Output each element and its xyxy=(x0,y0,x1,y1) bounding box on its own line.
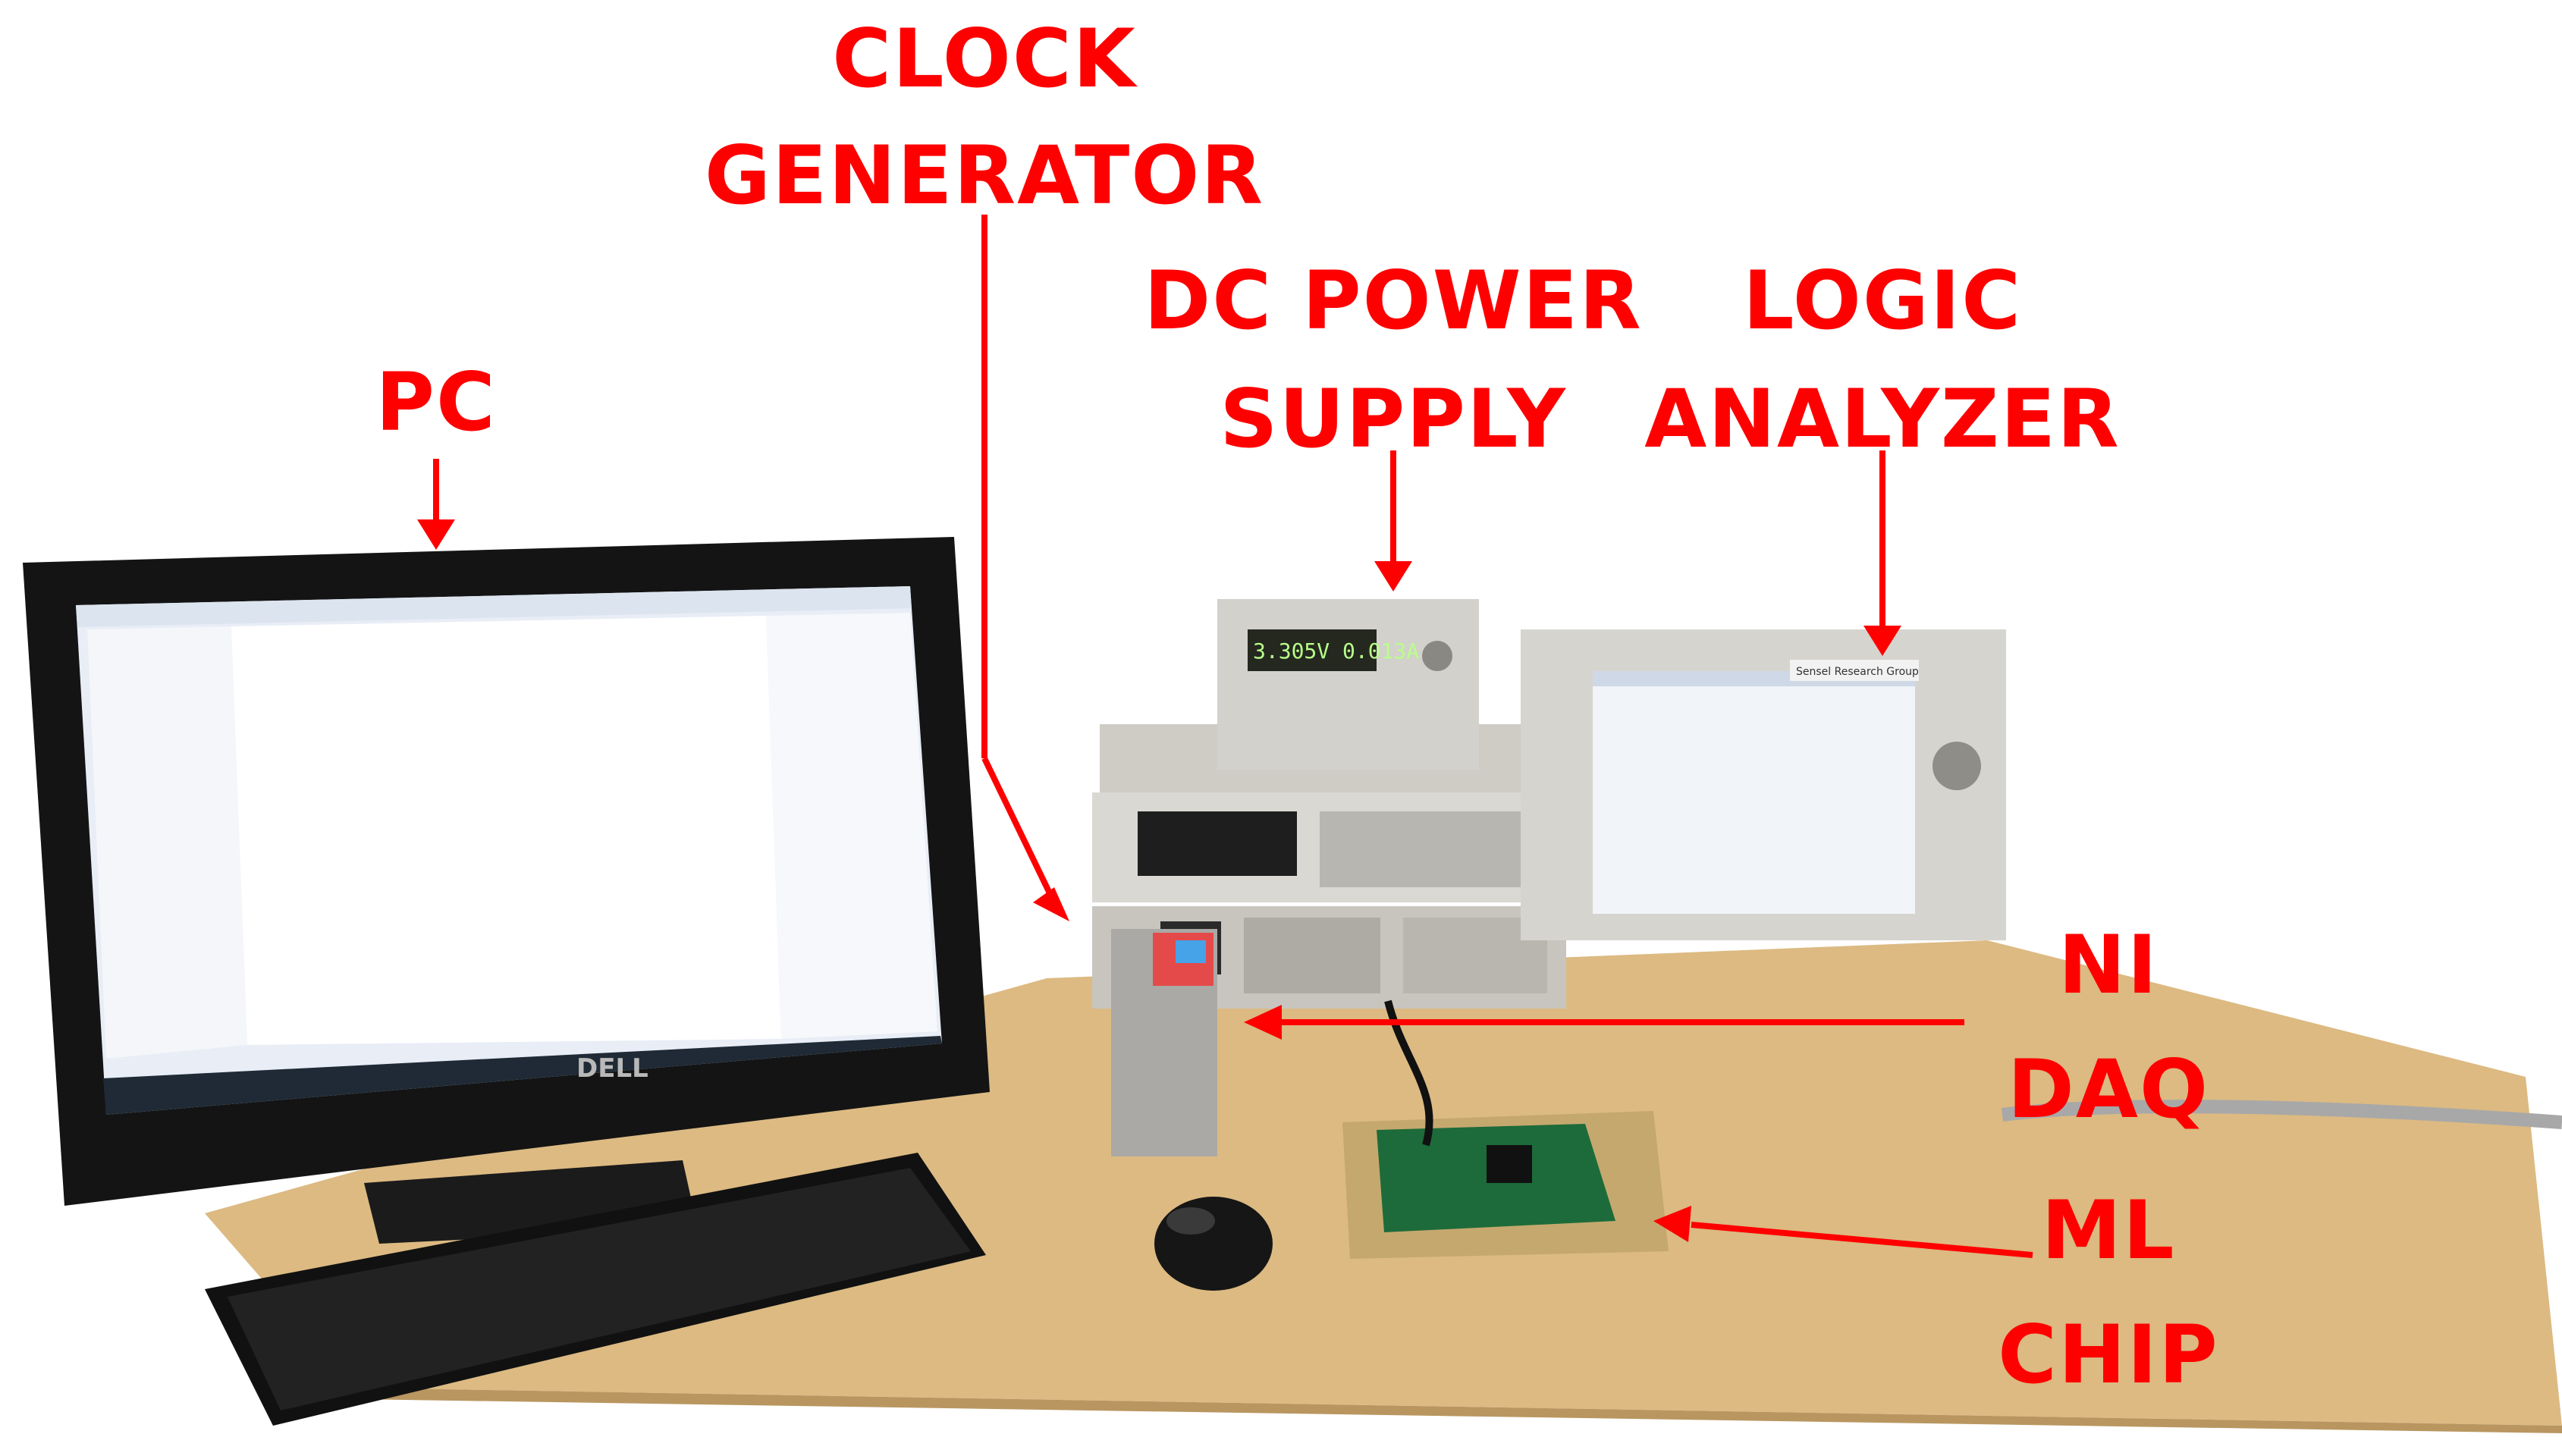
label-line: DAQ xyxy=(2007,1043,2210,1136)
ml-chip-board xyxy=(1342,1111,1669,1259)
pc-monitor: DELL xyxy=(23,537,990,1244)
label-pc: PC xyxy=(375,356,497,449)
label-ni-daq: NI DAQ xyxy=(2008,925,2209,1130)
label-line: LOGIC xyxy=(1742,254,2023,347)
label-dc-power-supply: DC POWER SUPPLY xyxy=(1144,261,1642,460)
label-logic-analyzer: LOGIC ANALYZER xyxy=(1644,261,2120,460)
label-line: CLOCK xyxy=(832,12,1137,105)
label-ml-chip: ML CHIP xyxy=(1998,1191,2219,1395)
mouse xyxy=(1154,1197,1273,1291)
logic-analyzer: Sensel Research Group xyxy=(1521,629,2006,940)
label-line: GENERATOR xyxy=(704,129,1265,222)
analyzer-sticker: Sensel Research Group xyxy=(1796,666,1919,678)
ni-daq-device xyxy=(1111,929,1217,1156)
label-line: DC POWER xyxy=(1144,254,1643,347)
label-line: CHIP xyxy=(1998,1308,2219,1401)
cable xyxy=(2001,1100,2562,1129)
label-line: ML xyxy=(2041,1184,2176,1277)
monitor-brand-logo: DELL xyxy=(576,1053,648,1084)
dc-power-supply: 3.305V 0.013A xyxy=(1217,599,1479,770)
psu-display-readout: 3.305V 0.013A xyxy=(1253,639,1419,664)
label-clock-generator: CLOCK GENERATOR xyxy=(705,19,1264,216)
annotation-arrows xyxy=(417,215,2033,1258)
desk-shadow xyxy=(356,1388,2562,1433)
label-line: NI xyxy=(2058,918,2159,1012)
label-line: SUPPLY xyxy=(1220,372,1567,466)
label-line: ANALYZER xyxy=(1644,372,2121,466)
